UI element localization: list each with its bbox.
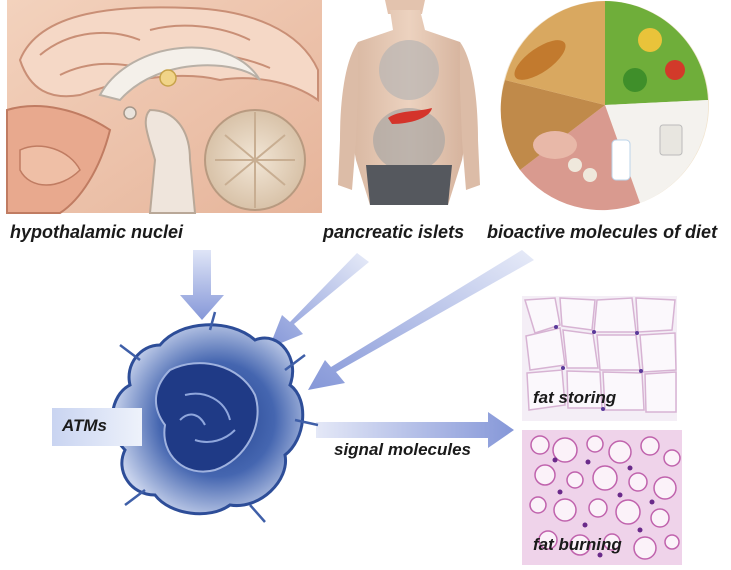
label-fat-burning: fat burning: [533, 535, 622, 554]
label-hypothalamic-nuclei: hypothalamic nuclei: [10, 222, 184, 242]
label-pancreatic-islets: pancreatic islets: [323, 222, 465, 242]
atms-label-box: [52, 408, 142, 446]
arrow-pancreatic: [269, 253, 369, 348]
arrow-diet: [308, 250, 534, 390]
arrow-hypothalamic: [180, 250, 224, 320]
arrow-signal: [316, 412, 514, 448]
label-bioactive-molecules-of-diet: bioactive molecules of diet: [487, 222, 718, 242]
label-fat-storing: fat storing: [533, 388, 617, 407]
label-atms: ATMs: [62, 416, 108, 435]
label-signal-molecules: signal molecules: [334, 440, 471, 459]
